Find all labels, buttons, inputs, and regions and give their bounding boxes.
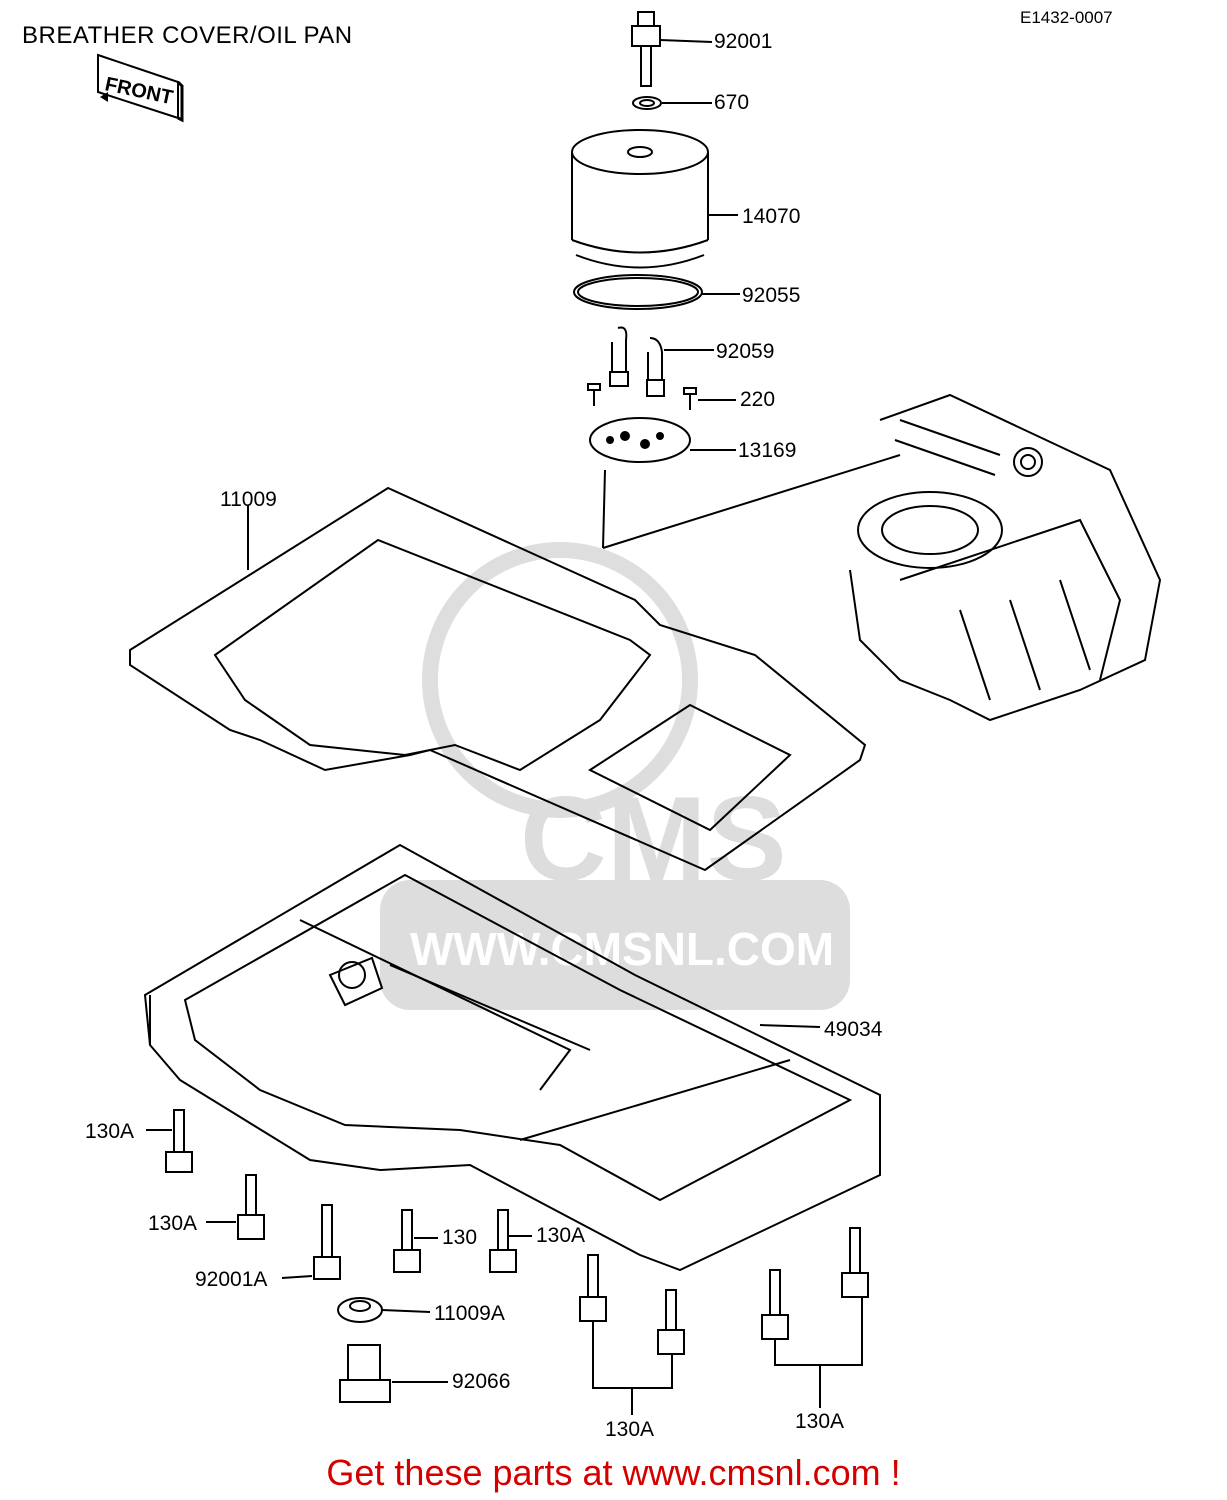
bolts [146,1109,869,1415]
o-ring-92055 [573,274,740,310]
part-label-92055: 92055 [742,284,801,307]
diagram-code: E1432-0007 [1020,8,1113,27]
part-label-92066: 92066 [452,1370,511,1393]
part-label-92001: 92001 [714,30,773,53]
washer-670 [632,96,712,110]
front-label: FRONT [103,73,175,109]
gasket-11009 [129,486,867,872]
part-label-14070: 14070 [742,205,801,228]
footer-promo-link[interactable]: Get these parts at www.cmsnl.com ! [326,1452,901,1493]
part-label-130A-5: 130A [795,1410,845,1433]
plate-13169 [589,417,901,549]
oil-pan-49034 [143,843,881,1272]
watermark-logo: CMS WWW.CMSNL.COM [380,542,850,1010]
part-label-49034: 49034 [824,1018,883,1041]
pipes-92059 [609,326,714,397]
breather-cover-14070 [571,129,738,269]
part-label-130A-3: 130A [536,1224,586,1247]
part-label-11009A: 11009A [434,1302,505,1325]
part-label-670: 670 [714,91,750,114]
part-label-220: 220 [740,388,776,411]
watermark-brand: CMS [520,772,787,906]
part-label-13169: 13169 [738,439,797,462]
part-label-130: 130 [442,1226,478,1249]
engine-sketch [849,393,1162,722]
part-label-11009: 11009 [220,488,277,511]
part-label-130A-4: 130A [605,1418,655,1441]
breather-bolt-92001 [631,11,713,87]
part-label-92059: 92059 [716,340,775,363]
part-label-92001A: 92001A [195,1268,268,1291]
watermark-url: WWW.CMSNL.COM [410,923,834,975]
part-label-130A-2: 130A [148,1212,198,1235]
page-title: BREATHER COVER/OIL PAN [22,22,353,49]
part-label-130A-1: 130A [85,1120,135,1143]
front-marker: FRONT [97,53,184,123]
screws-220 [587,383,736,410]
